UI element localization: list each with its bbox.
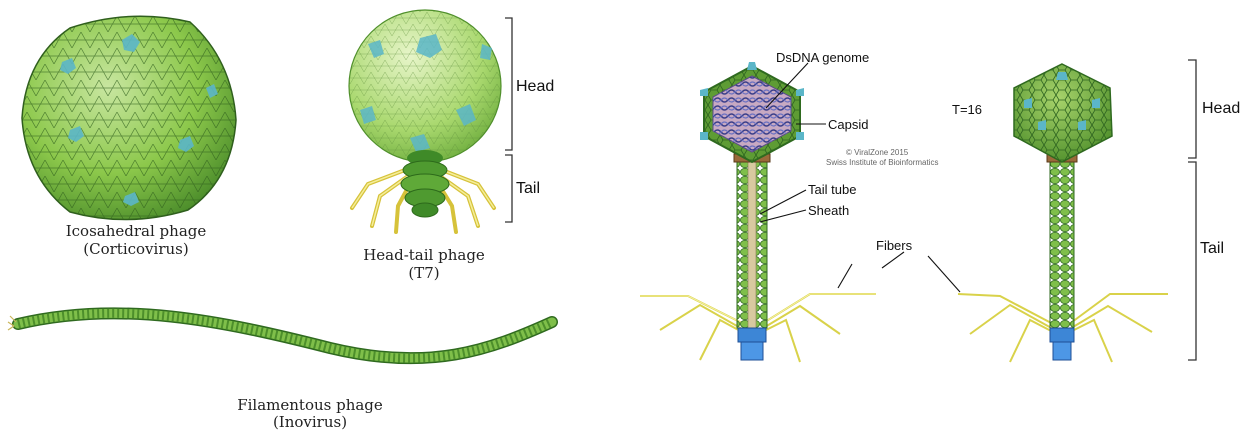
filamentous-phage-illustration xyxy=(8,313,552,358)
icosahedral-phage-illustration xyxy=(22,16,236,219)
sheath-label: Sheath xyxy=(808,203,849,218)
head-tail-phage-illustration xyxy=(349,10,512,232)
head-tail-phage-label: Head-tail phage xyxy=(344,246,504,264)
t7-head-label: Head xyxy=(516,78,554,96)
filamentous-phage-genus: (Inovirus) xyxy=(220,413,400,431)
icosahedral-phage-genus: (Corticovirus) xyxy=(46,240,226,258)
triangulation-label: T=16 xyxy=(952,102,982,117)
detailed-phage-cross-section xyxy=(640,62,904,362)
fibers-label: Fibers xyxy=(876,238,912,253)
tail-tube-label: Tail tube xyxy=(808,182,856,197)
filamentous-phage-label: Filamentous phage xyxy=(220,396,400,414)
right-head-label: Head xyxy=(1202,100,1240,118)
capsid-label: Capsid xyxy=(828,117,868,132)
credit-line-1: © ViralZone 2015 xyxy=(846,148,908,157)
head-tail-phage-genus: (T7) xyxy=(344,264,504,282)
credit-line-2: Swiss Institute of Bioinformatics xyxy=(826,158,938,167)
dsdna-genome-label: DsDNA genome xyxy=(776,50,869,65)
right-tail-label: Tail xyxy=(1200,240,1224,258)
icosahedral-phage-label: Icosahedral phage xyxy=(46,222,226,240)
t7-tail-label: Tail xyxy=(516,180,540,198)
